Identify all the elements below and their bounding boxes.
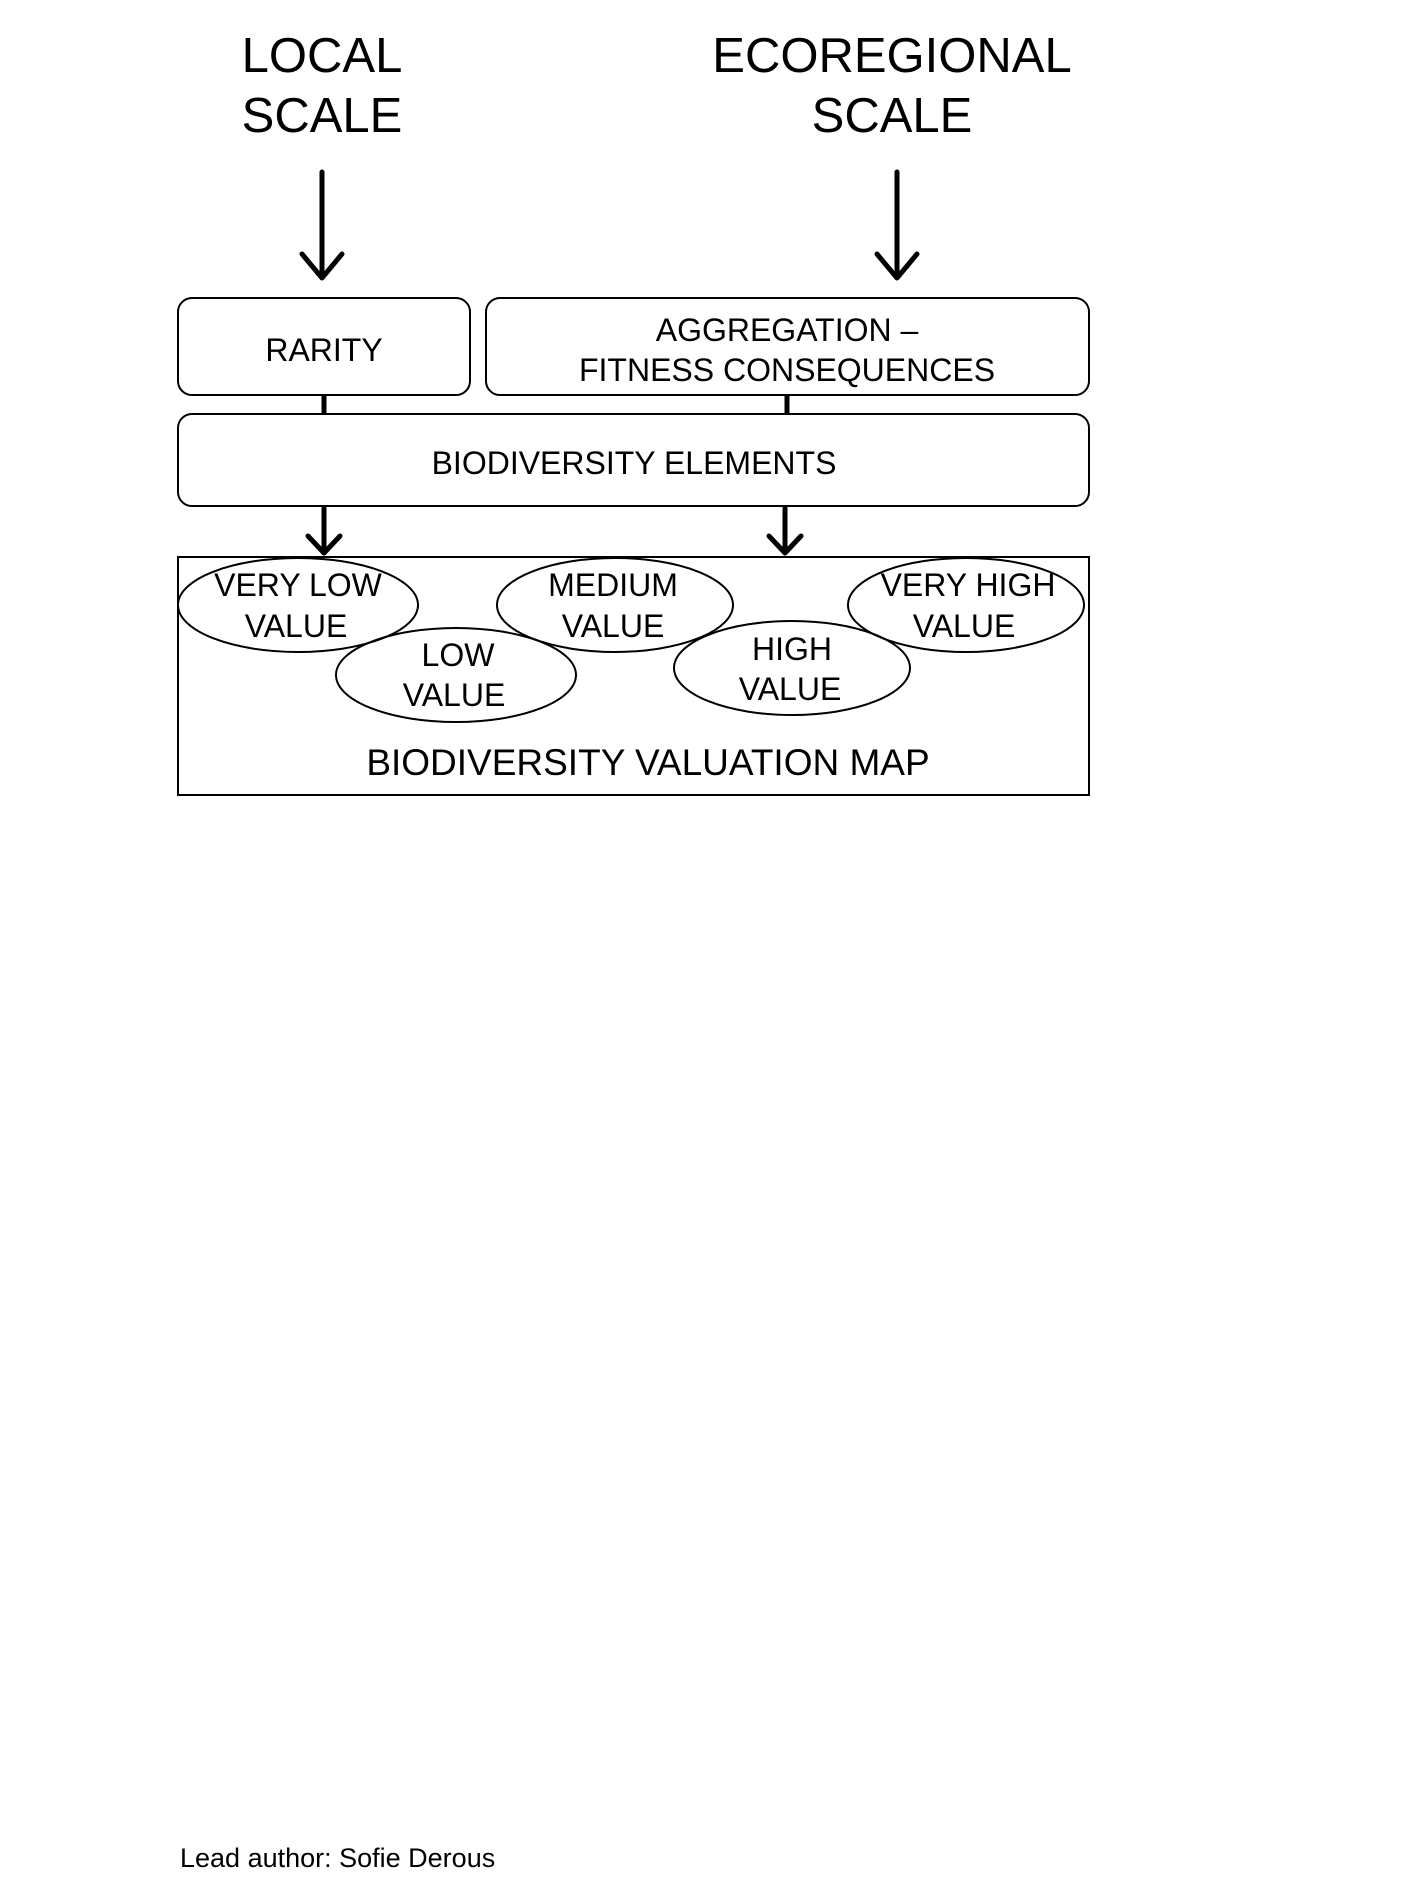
ecoregional-scale-arrow: [874, 169, 920, 281]
biodiversity-elements-label: BIODIVERSITY ELEMENTS: [432, 445, 837, 481]
rarity-box: RARITY: [177, 297, 471, 396]
biodiversity-elements-box: BIODIVERSITY ELEMENTS: [177, 413, 1090, 507]
lead-author-credit: Lead author: Sofie Derous: [180, 1843, 496, 1873]
high-value-line2: VALUE: [739, 671, 842, 707]
right-map-arrow: [766, 505, 804, 556]
low-value-line1: LOW: [422, 637, 496, 673]
local-scale-heading: LOCAL SCALE: [242, 29, 403, 143]
low-value-line2: VALUE: [403, 677, 506, 713]
aggregation-line1: AGGREGATION –: [656, 312, 919, 348]
high-value-line1: HIGH: [752, 631, 832, 667]
low-value-class: LOW VALUE: [335, 627, 577, 723]
ecoregional-scale-heading: ECOREGIONAL SCALE: [712, 29, 1071, 143]
very-high-value-line1: VERY HIGH: [881, 567, 1056, 603]
ecoregional-scale-line2: SCALE: [812, 89, 973, 143]
medium-value-line2: VALUE: [562, 608, 665, 644]
rarity-label: RARITY: [265, 332, 382, 368]
very-low-value-class: VERY LOW VALUE: [177, 557, 419, 653]
very-high-value-line2: VALUE: [913, 608, 1016, 644]
high-value-class: HIGH VALUE: [673, 620, 911, 716]
local-scale-arrow: [299, 169, 345, 281]
local-scale-line1: LOCAL: [242, 29, 403, 83]
ecoregional-scale-line1: ECOREGIONAL: [712, 29, 1071, 83]
valuation-map: VERY LOW VALUE LOW VALUE MEDIUM VALUE HI…: [177, 556, 1090, 796]
very-low-value-line2: VALUE: [245, 608, 348, 644]
aggregation-box: AGGREGATION – FITNESS CONSEQUENCES: [485, 297, 1090, 396]
local-scale-line2: SCALE: [242, 89, 403, 143]
very-low-value-line1: VERY LOW: [214, 567, 383, 603]
aggregation-line2: FITNESS CONSEQUENCES: [579, 352, 995, 388]
left-map-arrow: [305, 505, 343, 556]
very-high-value-class: VERY HIGH VALUE: [847, 557, 1085, 653]
medium-value-line1: MEDIUM: [548, 567, 678, 603]
medium-value-class: MEDIUM VALUE: [496, 557, 734, 653]
valuation-map-title: BIODIVERSITY VALUATION MAP: [366, 742, 929, 783]
